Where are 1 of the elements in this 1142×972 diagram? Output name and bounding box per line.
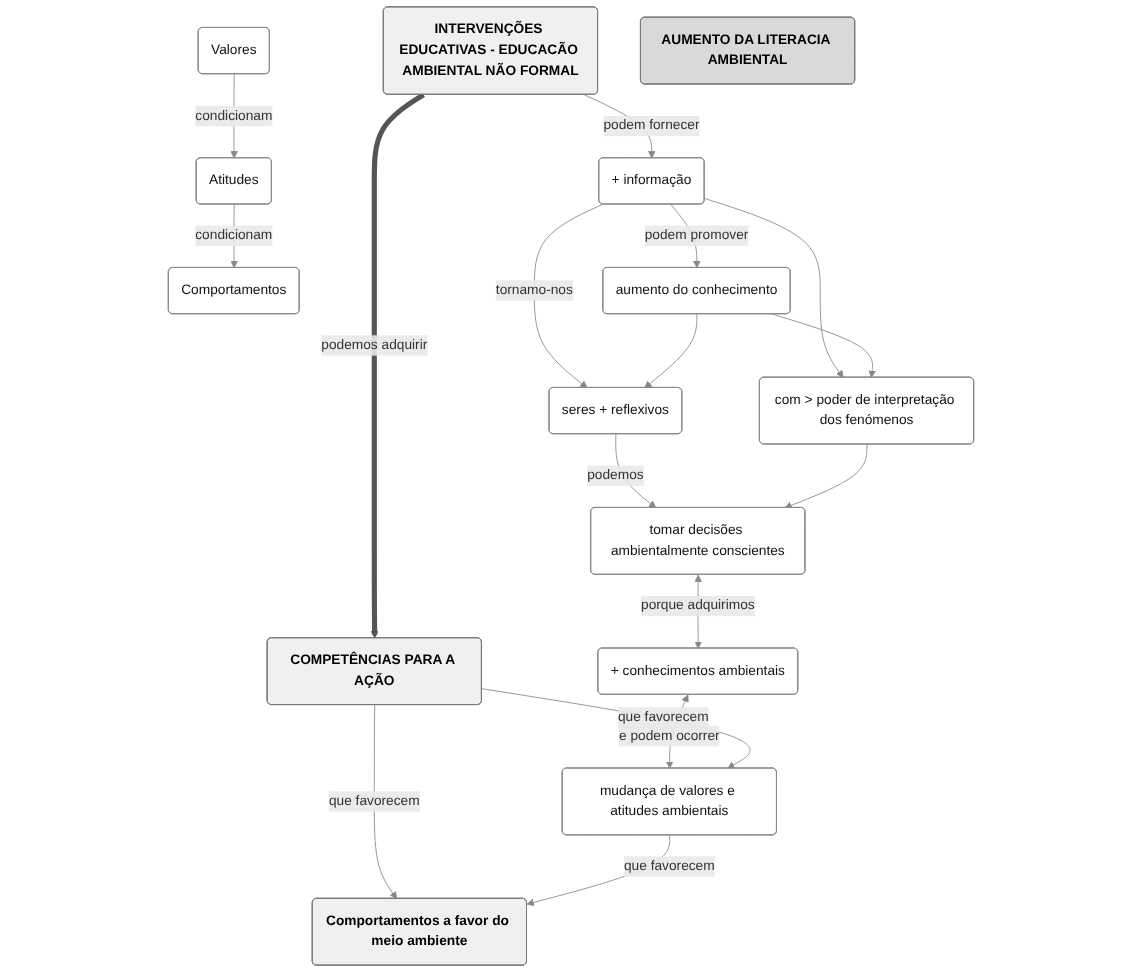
- arrow: [370, 92, 425, 639]
